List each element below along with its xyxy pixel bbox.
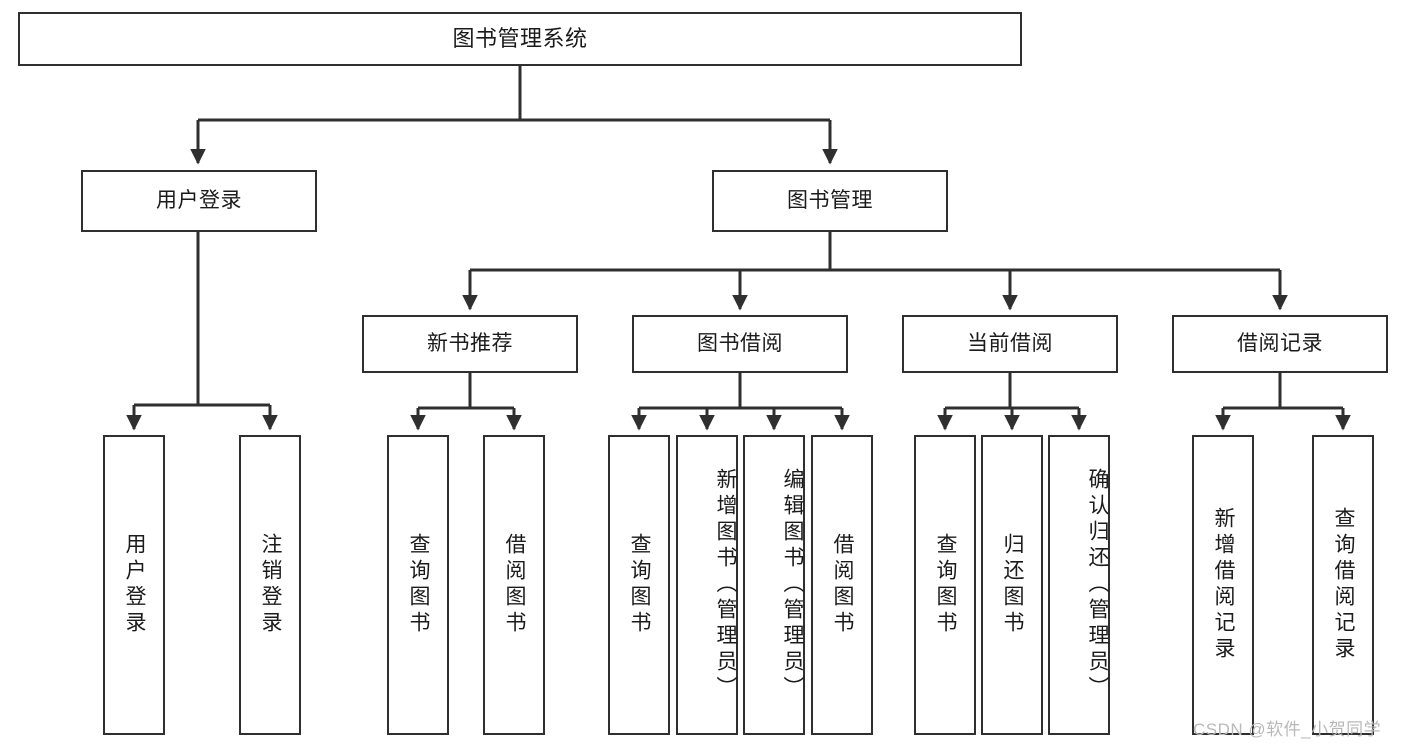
node-leaf-user-login[interactable]: 用户登录 — [103, 435, 165, 735]
node-label: 当前借阅 — [967, 332, 1053, 356]
node-label: 查询图书 — [934, 533, 958, 637]
node-label: 编辑图书（管理员） — [781, 468, 804, 702]
node-label: 借阅图书 — [831, 533, 855, 637]
node-label: 用户登录 — [156, 189, 242, 213]
node-leaf-borrow-book-1[interactable]: 借阅图书 — [483, 435, 545, 735]
node-current-borrow[interactable]: 当前借阅 — [902, 315, 1118, 373]
node-label: 查询图书 — [628, 533, 652, 637]
node-root-book-management-system[interactable]: 图书管理系统 — [18, 12, 1022, 66]
node-leaf-add-book[interactable]: 新增图书（管理员） — [676, 435, 738, 735]
node-leaf-query-book-3[interactable]: 查询图书 — [914, 435, 976, 735]
node-label: 图书借阅 — [697, 332, 783, 356]
node-leaf-query-book-2[interactable]: 查询图书 — [608, 435, 670, 735]
node-label: 用户登录 — [123, 533, 147, 637]
node-label: 归还图书 — [1001, 533, 1025, 637]
node-new-book-recommend[interactable]: 新书推荐 — [362, 315, 578, 373]
node-leaf-borrow-book-2[interactable]: 借阅图书 — [811, 435, 873, 735]
node-leaf-logout[interactable]: 注销登录 — [239, 435, 301, 735]
node-label: 确认归还（管理员） — [1086, 468, 1109, 702]
node-label: 注销登录 — [259, 533, 283, 637]
node-label: 借阅图书 — [503, 533, 527, 637]
node-label: 新书推荐 — [427, 332, 513, 356]
node-user-login[interactable]: 用户登录 — [81, 170, 317, 232]
node-leaf-query-record[interactable]: 查询借阅记录 — [1312, 435, 1374, 735]
node-borrow-record[interactable]: 借阅记录 — [1172, 315, 1388, 373]
node-leaf-edit-book[interactable]: 编辑图书（管理员） — [743, 435, 805, 735]
node-book-borrow[interactable]: 图书借阅 — [632, 315, 848, 373]
node-leaf-confirm-return[interactable]: 确认归还（管理员） — [1048, 435, 1110, 735]
node-leaf-return-book[interactable]: 归还图书 — [981, 435, 1043, 735]
node-label: 查询图书 — [407, 533, 431, 637]
node-label: 新增图书（管理员） — [714, 468, 737, 702]
csdn-watermark: CSDN @软件_小贺同学 — [1193, 720, 1382, 739]
node-label: 借阅记录 — [1237, 332, 1323, 356]
node-label: 图书管理系统 — [452, 25, 588, 51]
node-label: 查询借阅记录 — [1332, 507, 1356, 663]
node-leaf-add-record[interactable]: 新增借阅记录 — [1192, 435, 1254, 735]
node-leaf-query-book-1[interactable]: 查询图书 — [387, 435, 449, 735]
node-label: 新增借阅记录 — [1212, 507, 1236, 663]
node-label: 图书管理 — [787, 189, 873, 213]
node-book-manage[interactable]: 图书管理 — [712, 170, 948, 232]
